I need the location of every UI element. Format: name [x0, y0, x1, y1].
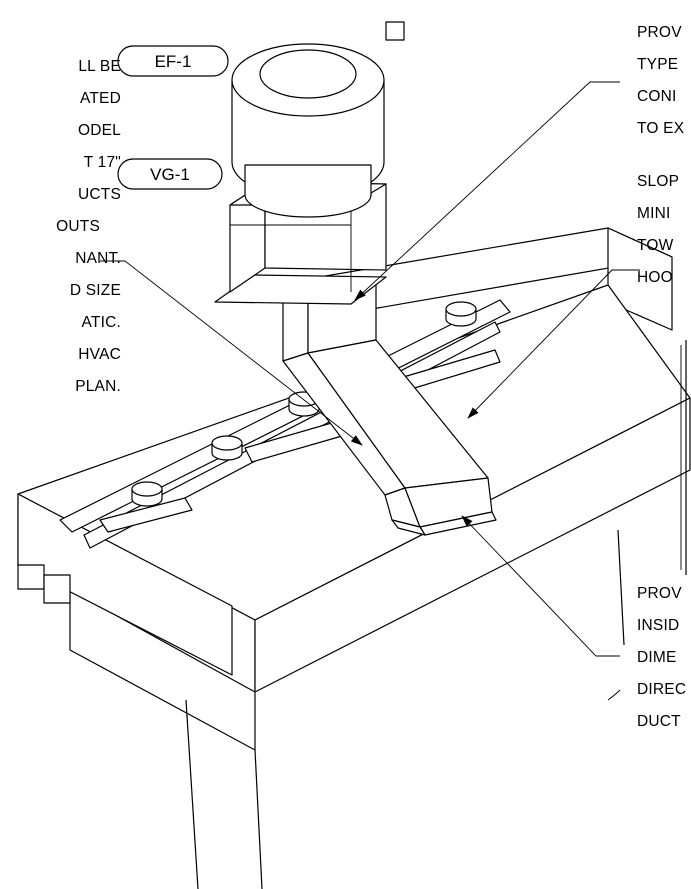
note-left-line: PLAN. — [75, 378, 121, 395]
leader-mid-right — [467, 269, 640, 419]
note-bottom-right: PROV INSID DIME DIREC DUCT — [637, 585, 686, 730]
leader-bottom-right — [461, 515, 620, 657]
leaders — [100, 81, 640, 701]
note-bottom-right-line: DIME — [637, 649, 677, 666]
note-left-line: D SIZE — [70, 282, 121, 299]
note-left-line: LL BE — [78, 58, 121, 75]
grease-cup-1 — [131, 481, 163, 507]
hood-right-wall — [607, 227, 673, 331]
grease-cups — [131, 301, 477, 507]
note-mid-right-line: HOO — [637, 269, 673, 286]
note-top-right-line: PROV — [637, 24, 682, 41]
hood-corner-block — [17, 564, 45, 590]
leader-left-note — [100, 260, 363, 446]
hood-corner-block-2 — [43, 574, 71, 604]
note-bottom-right-line: DIREC — [637, 681, 686, 698]
hood-side-face — [254, 397, 691, 693]
support-leg-3 — [617, 529, 625, 646]
note-mid-right-line: TOW — [637, 237, 674, 254]
tag-vg1: VG-1 — [117, 158, 223, 190]
note-left-line: T 17" — [84, 154, 121, 171]
filter-strip-1 — [99, 497, 193, 533]
note-bottom-right-line: INSID — [637, 617, 679, 634]
note-left-line: UCTS — [78, 186, 121, 203]
grease-cup-4 — [445, 301, 477, 327]
fan-motor-cap — [259, 49, 357, 99]
note-top-right-line: TO EX — [637, 120, 685, 137]
tag-vg1-text: VG-1 — [150, 165, 190, 184]
note-bottom-right-line: PROV — [637, 585, 682, 602]
note-left-line: HVAC — [78, 346, 121, 363]
note-left-line: ATED — [80, 90, 121, 107]
note-top-right-line: TYPE — [637, 56, 678, 73]
support-leg-1 — [185, 699, 199, 889]
note-left-line: ATIC. — [82, 314, 121, 331]
note-mid-right-line: SLOP — [637, 173, 679, 190]
note-top-right: PROV TYPE CONI TO EX — [637, 24, 685, 137]
note-top-right-line: CONI — [637, 88, 677, 105]
note-left-line: OUTS — [56, 218, 100, 235]
note-bottom-right-line: DUCT — [637, 713, 681, 730]
leader-top-right — [354, 81, 620, 301]
note-mid-right-line: MINI — [637, 205, 671, 222]
exhaust-fan-ef1 — [231, 21, 405, 218]
note-left-line: ODEL — [78, 122, 121, 139]
tag-ef1: EF-1 — [117, 45, 229, 77]
support-leg-2 — [254, 749, 263, 889]
note-mid-right: SLOP MINI TOW HOO — [637, 173, 679, 286]
hood-front-lip — [17, 493, 233, 676]
grease-cup-2 — [211, 435, 243, 461]
note-left-line: NANT. — [75, 250, 121, 267]
fan-conduit-box — [385, 21, 405, 41]
tag-ef1-text: EF-1 — [155, 52, 192, 71]
fan-base — [244, 164, 372, 218]
note-left: LL BE ATED ODEL T 17" UCTS OUTS NANT. D … — [56, 58, 121, 395]
duct-collar-flange-side — [391, 519, 426, 536]
